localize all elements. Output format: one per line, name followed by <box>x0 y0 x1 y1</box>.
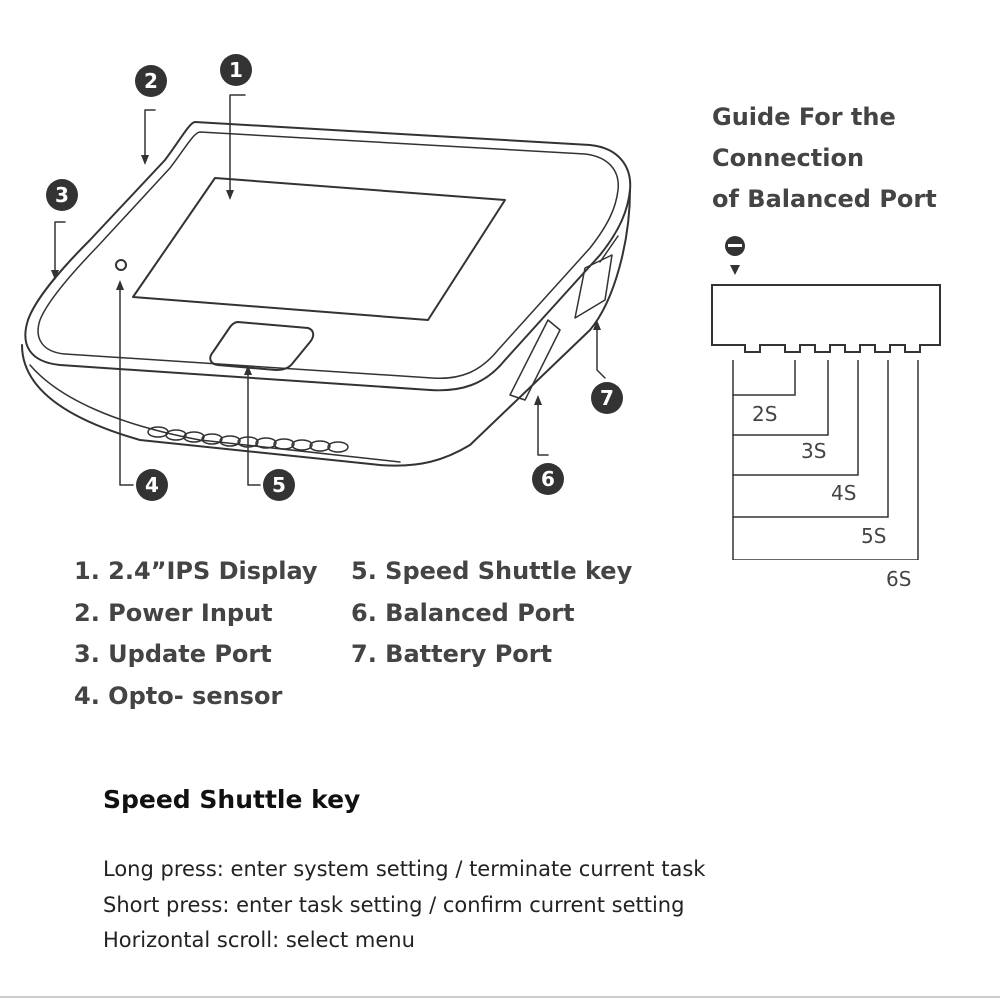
balanced-port-guide-title: Guide For the Connection of Balanced Por… <box>712 97 992 220</box>
callout-marker-4: 4 <box>136 469 168 501</box>
speed-shuttle-key-section: Speed Shuttle key Long press: enter syst… <box>103 785 705 959</box>
ips-display-outline <box>132 177 506 321</box>
cell-label-6s: 6S <box>886 567 912 591</box>
legend-item: 7. Battery Port <box>351 640 553 668</box>
cell-label-4s: 4S <box>831 481 857 505</box>
cell-label-5s: 5S <box>861 524 887 548</box>
battery-port <box>574 254 613 319</box>
leader-7 <box>596 324 606 379</box>
callout-marker-6: 6 <box>532 463 564 495</box>
callout-marker-2: 2 <box>135 65 167 97</box>
leader-1 <box>229 94 246 196</box>
balanced-port <box>509 319 561 401</box>
opto-sensor <box>115 259 127 271</box>
guide-title-line: Guide For the <box>712 103 896 131</box>
device-top-face <box>24 121 632 392</box>
callout-marker-7: 7 <box>591 382 623 414</box>
callout-marker-1: 1 <box>220 54 252 86</box>
leader-5 <box>247 369 261 486</box>
key-heading: Speed Shuttle key <box>103 785 361 814</box>
leader-3 <box>54 221 66 276</box>
key-instruction: Short press: enter task setting / confir… <box>103 892 685 917</box>
legend-item: 5. Speed Shuttle key <box>351 557 633 585</box>
leader-6 <box>537 399 549 456</box>
cell-label-3s: 3S <box>801 439 827 463</box>
key-instruction: Horizontal scroll: select menu <box>103 928 415 952</box>
leader-2 <box>144 109 156 161</box>
legend-item: 2. Power Input <box>74 598 273 627</box>
callout-marker-5: 5 <box>263 469 295 501</box>
key-instruction: Long press: enter system setting / termi… <box>103 857 706 881</box>
shuttle-key <box>209 321 315 371</box>
legend-left-column: 1. 2.4”IPS Display 2. Power Input 3. Upd… <box>74 551 318 717</box>
guide-title-line: of Balanced Port <box>712 185 937 213</box>
guide-title-line: Connection <box>712 144 865 172</box>
leader-4 <box>119 284 134 486</box>
cell-label-2s: 2S <box>752 402 778 426</box>
balance-connector <box>711 284 941 560</box>
device-illustration <box>21 94 941 560</box>
legend-item: 1. 2.4”IPS Display <box>74 557 318 585</box>
bottom-divider <box>0 996 1000 998</box>
legend-item: 3. Update Port <box>74 640 272 668</box>
device-diagram: 1 2 3 4 5 6 7 Guide For the Connection o… <box>21 54 992 591</box>
legend-item: 4. Opto- sensor <box>74 681 283 710</box>
legend-right-column: 5. Speed Shuttle key 6. Balanced Port 7.… <box>351 551 632 676</box>
vent-slots <box>147 426 349 453</box>
device-body-side <box>21 189 631 467</box>
callout-marker-3: 3 <box>46 179 78 211</box>
legend-item: 6. Balanced Port <box>351 598 575 627</box>
